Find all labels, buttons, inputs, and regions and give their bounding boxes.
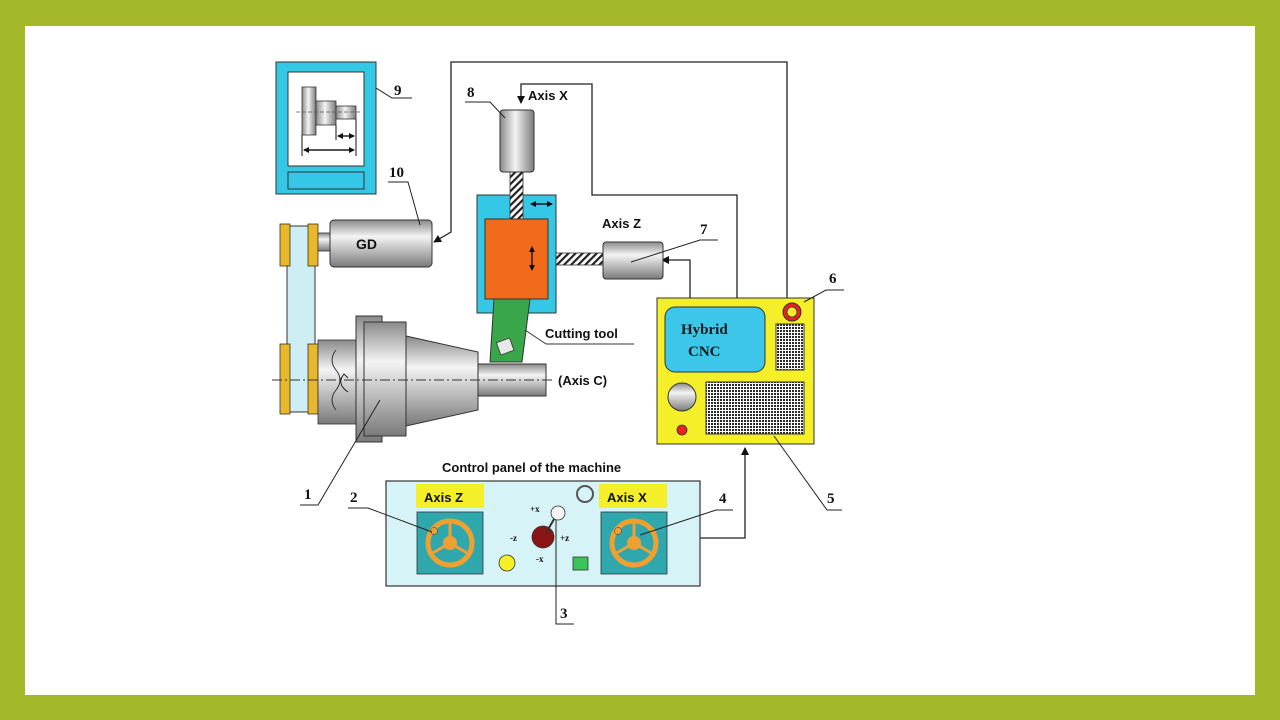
callout-4: 4 (719, 491, 727, 507)
slide: GD (Axis C) Cutting too (25, 26, 1255, 695)
panel-axis-z-label: Axis Z (424, 490, 463, 505)
callout-10: 10 (389, 165, 404, 181)
handwheel-z (425, 518, 475, 568)
part-drawing (296, 86, 360, 156)
callout-5: 5 (827, 491, 835, 507)
gd-label: GD (356, 236, 377, 252)
panel-title: Control panel of the machine (442, 460, 621, 475)
cnc-label-line1: Hybrid (681, 322, 728, 338)
joy-minus-x: -x (536, 554, 544, 564)
joy-plus-z: +z (560, 533, 569, 543)
callouts (300, 87, 844, 625)
hybrid-cnc-controller: Hybrid CNC (656, 297, 815, 445)
hybrid-cnc-lathe-diagram: GD (Axis C) Cutting too (272, 61, 844, 625)
panel-axis-x-label: Axis X (607, 490, 647, 505)
joy-minus-z: -z (510, 533, 517, 543)
handwheel-x (609, 518, 659, 568)
cutting-tool-label: Cutting tool (545, 326, 618, 341)
axis-c-label: (Axis C) (558, 373, 607, 388)
spindle-headstock: (Axis C) (272, 315, 607, 443)
jog-joystick: +x -x -z +z (510, 504, 569, 564)
callout-1: 1 (304, 487, 312, 503)
signal-lines (433, 61, 788, 539)
joy-plus-x: +x (530, 504, 540, 514)
cutting-tool (489, 298, 531, 363)
callout-6: 6 (829, 271, 837, 287)
display-screen (275, 61, 377, 195)
callout-8: 8 (467, 85, 475, 101)
axis-x-motor: Axis X (499, 88, 568, 173)
axis-z-motor: Axis Z (602, 216, 664, 280)
axis-x-label: Axis X (528, 88, 568, 103)
spindle-motor: GD (314, 219, 433, 268)
tool-slide: Cutting tool (476, 167, 634, 363)
callout-2: 2 (350, 490, 358, 506)
cnc-label-line2: CNC (688, 344, 721, 360)
callout-7: 7 (700, 222, 708, 238)
callout-3: 3 (560, 606, 568, 622)
axis-z-label: Axis Z (602, 216, 641, 231)
belt-drive (279, 223, 319, 415)
machine-control-panel: Control panel of the machine Axis Z +x -… (385, 460, 701, 587)
callout-9: 9 (394, 83, 402, 99)
